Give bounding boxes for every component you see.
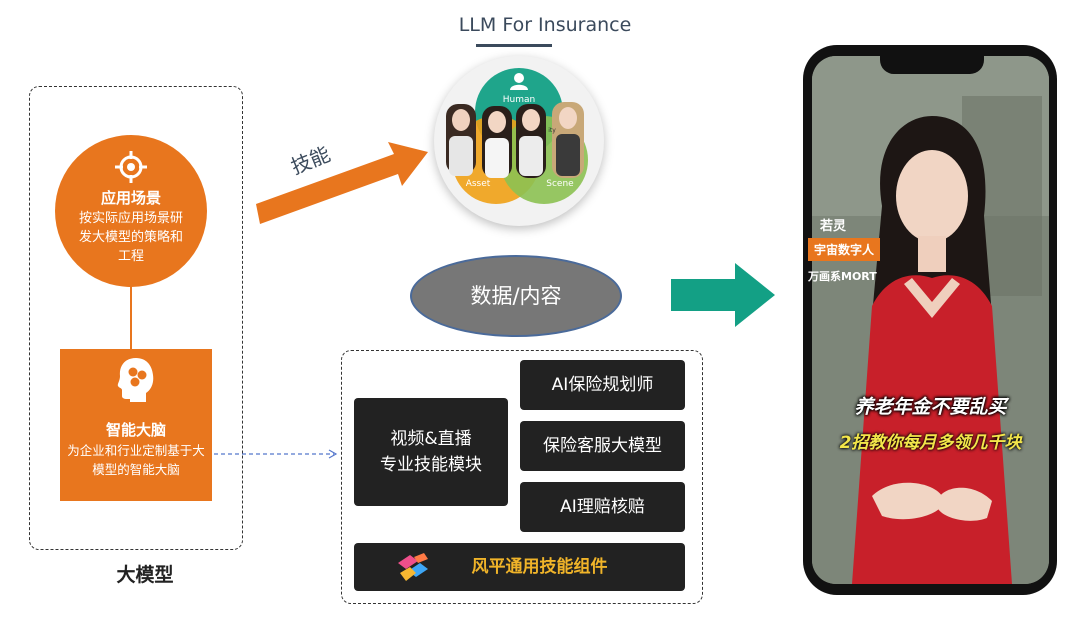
avatar-group [446, 102, 584, 178]
large-model-caption: 大模型 [116, 564, 174, 586]
fengping-logo-icon [398, 553, 428, 581]
video-live-module: 视频&直播 专业技能模块 [354, 398, 508, 506]
scenario-circle: 应用场景 按实际应用场景研发大模型的策略和工程 [55, 135, 207, 287]
skill-module-panel [341, 350, 703, 604]
brain-icon [117, 358, 154, 402]
ai-claims-module: AI理赔核赔 [520, 482, 685, 532]
venn-human-label: Human [503, 95, 535, 105]
large-model-panel [29, 86, 243, 550]
digital-human-tag: 宇宙数字人 [808, 238, 881, 261]
target-icon [115, 151, 147, 183]
llm-title-underline [476, 44, 552, 47]
company-label: 万画系MORT [808, 270, 877, 283]
llm-venn-diagram: Human ity Asset Scene [434, 56, 604, 226]
video-caption-sub: 2招教你每月多领几千块 [839, 433, 1022, 453]
common-skill-component: 风平通用技能组件 [354, 543, 685, 591]
venn-graphic: Human ity Asset Scene [446, 68, 588, 204]
video-live-label: 视频&直播 专业技能模块 [380, 429, 482, 475]
scenario-desc: 按实际应用场景研发大模型的策略和工程 [78, 211, 183, 264]
phone-notch [880, 52, 984, 74]
venn-asset-label: Asset [466, 179, 491, 189]
brain-desc: 为企业和行业定制基于大模型的智能大脑 [67, 443, 205, 477]
brain-box: 智能大脑 为企业和行业定制基于大模型的智能大脑 [60, 349, 212, 501]
venn-mid-label: ity [548, 127, 556, 134]
digital-human-name: 若灵 [820, 219, 847, 234]
venn-scene-label: Scene [546, 179, 574, 189]
output-arrow [671, 263, 775, 327]
data-content-ellipse: 数据/内容 [410, 255, 622, 337]
scenario-title: 应用场景 [100, 189, 161, 207]
dashed-connector-arrow [214, 449, 338, 459]
llm-title: LLM For Insurance [458, 14, 632, 36]
digital-human-video [812, 56, 1049, 584]
user-icon [510, 73, 528, 90]
ai-planner-module: AI保险规划师 [520, 360, 685, 410]
skill-arrow [256, 142, 428, 224]
customer-service-module: 保险客服大模型 [520, 421, 685, 471]
video-caption-main: 养老年金不要乱买 [854, 396, 1007, 418]
brain-title: 智能大脑 [105, 421, 166, 439]
phone-screen [812, 56, 1049, 584]
connector-line [130, 285, 132, 353]
